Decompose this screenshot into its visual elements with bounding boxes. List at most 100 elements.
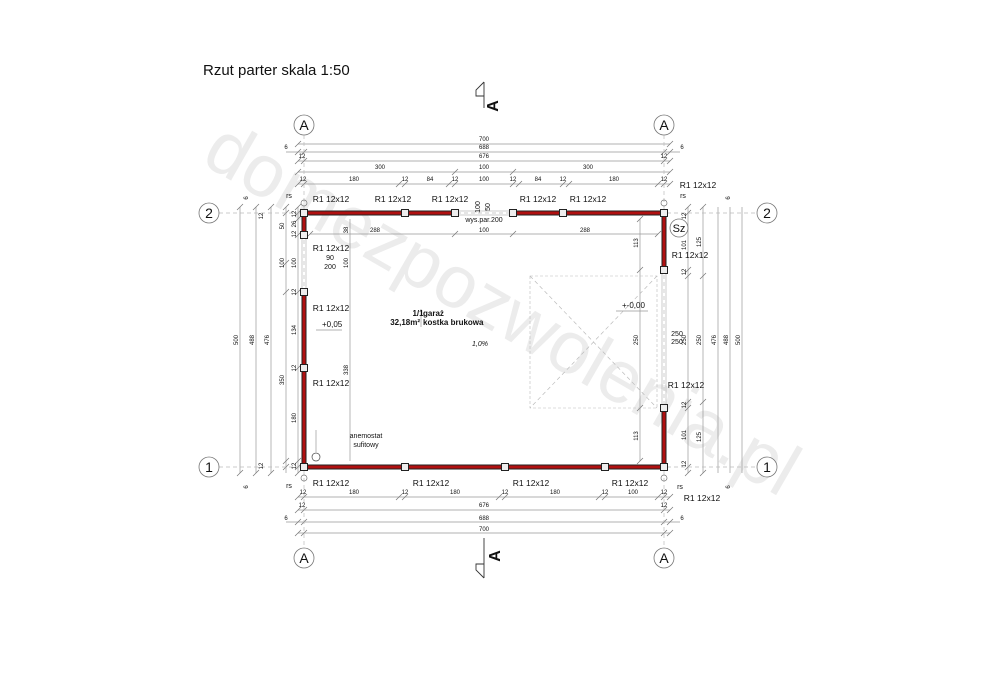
dimension-tick <box>699 272 707 280</box>
dimension-label: 676 <box>479 503 490 509</box>
dimension-tick <box>509 180 517 188</box>
dimension-label: 688 <box>479 516 490 522</box>
dimension-label: 12 <box>502 490 509 496</box>
axis-2-left-label: 2 <box>205 205 213 221</box>
dimension-label: 100 <box>628 490 639 496</box>
axis-a-bottom-left <box>293 547 315 569</box>
dimension-tick <box>282 457 290 465</box>
column-r1 <box>509 209 517 217</box>
dimension-label: 488 <box>724 334 730 345</box>
dimension-tick <box>601 493 609 501</box>
dimension-label: 180 <box>349 490 360 496</box>
dimension-label: 250 <box>671 339 683 346</box>
dimension-label: 125 <box>697 236 703 247</box>
dimension-label: 300 <box>375 165 386 171</box>
room-finish: kostka brukowa <box>423 318 484 327</box>
anemostat-label: anemostat <box>350 433 383 440</box>
dimension-tick <box>684 272 692 280</box>
room-number: 1/1 <box>412 309 424 318</box>
dimension-label: 6 <box>680 145 684 151</box>
dimension-label: 700 <box>479 527 490 533</box>
level-mark-left: +0,05 <box>322 320 343 329</box>
dimension-label: 6 <box>284 145 288 151</box>
dimension-tick <box>451 230 459 238</box>
column-r1 <box>300 209 308 217</box>
section-label-top: A <box>485 100 502 112</box>
axis-a-top-right <box>653 114 675 136</box>
dimension-label: 12 <box>299 154 306 160</box>
dimension-tick <box>294 140 302 148</box>
dimension-label: 84 <box>535 177 542 183</box>
dimension-label: 101 <box>682 429 688 440</box>
axis-1-left-label: 1 <box>205 459 213 475</box>
downpipe-label: rs <box>286 193 292 200</box>
axis-a-bottom-left-label: A <box>299 550 309 566</box>
dimension-tick <box>294 180 302 188</box>
dimension-label: 12 <box>259 212 265 219</box>
dimension-tick <box>300 493 308 501</box>
section-arrow-top <box>475 81 485 108</box>
column-label: R1 12x12 <box>612 478 649 488</box>
column-r1 <box>401 463 409 471</box>
dimension-label: 700 <box>479 137 490 143</box>
dimension-label: 300 <box>583 165 594 171</box>
dimension-label: 6 <box>726 196 732 200</box>
column-r1 <box>660 404 668 412</box>
dimension-label: 12 <box>661 154 668 160</box>
dimension-tick <box>282 203 290 211</box>
dimension-tick <box>294 493 302 501</box>
downpipe-label: rs <box>286 483 292 490</box>
dimension-label: 12 <box>402 177 409 183</box>
dimension-tick <box>684 404 692 412</box>
dimension-tick <box>294 529 302 537</box>
dimension-label: 12 <box>661 503 668 509</box>
column-label: R1 12x12 <box>672 250 709 260</box>
dimension-label: 12 <box>452 177 459 183</box>
dimension-tick <box>509 168 517 176</box>
sz-bubble <box>669 218 689 238</box>
dimension-label: 338 <box>344 364 350 375</box>
dimension-label: 12 <box>510 177 517 183</box>
dimension-tick <box>666 493 674 501</box>
dimension-tick <box>684 203 692 211</box>
dimension-tick <box>282 259 290 267</box>
axis-a-top-left <box>293 114 315 136</box>
downpipe-icon <box>300 199 308 207</box>
column-label: R1 12x12 <box>520 194 557 204</box>
dimension-label: 12 <box>661 177 668 183</box>
column-r1 <box>601 463 609 471</box>
gate-opening-zone <box>529 275 658 409</box>
column-r1 <box>300 463 308 471</box>
dimension-tick <box>395 180 403 188</box>
dimension-tick <box>654 493 662 501</box>
floor-slope: 1,0% <box>472 341 488 348</box>
axis-1-right-label: 1 <box>763 459 771 475</box>
dimension-tick <box>666 140 674 148</box>
dimension-label: 6 <box>284 516 288 522</box>
axis-2-left <box>198 202 220 224</box>
dimension-label: 12 <box>292 210 298 217</box>
section-label-bottom: A <box>487 550 504 562</box>
dimension-tick <box>294 157 302 165</box>
axis-a-top-right-label: A <box>659 117 669 133</box>
dimension-label: 288 <box>580 228 591 234</box>
dimension-tick <box>451 168 459 176</box>
sz-label: Sz <box>673 223 686 235</box>
room-area: 32,18m² <box>390 318 420 327</box>
column-label: R1 12x12 <box>513 478 550 488</box>
column-r1 <box>501 463 509 471</box>
dimension-label: 113 <box>634 238 640 248</box>
dimension-label: 12 <box>682 460 688 467</box>
dimension-label: 100 <box>280 257 286 268</box>
axis-a-top-left-label: A <box>299 117 309 133</box>
column-label: R1 12x12 <box>313 378 350 388</box>
dimension-label: 134 <box>292 324 298 335</box>
dimension-label: 12 <box>292 364 298 371</box>
dimension-tick <box>666 518 674 526</box>
dimension-tick <box>294 168 302 176</box>
axis-a-bottom-right-label: A <box>659 550 669 566</box>
dimension-label: 100 <box>344 257 350 268</box>
dimension-label: 12 <box>661 490 668 496</box>
downpipe-label: rs <box>680 193 686 200</box>
dimension-tick <box>395 493 403 501</box>
